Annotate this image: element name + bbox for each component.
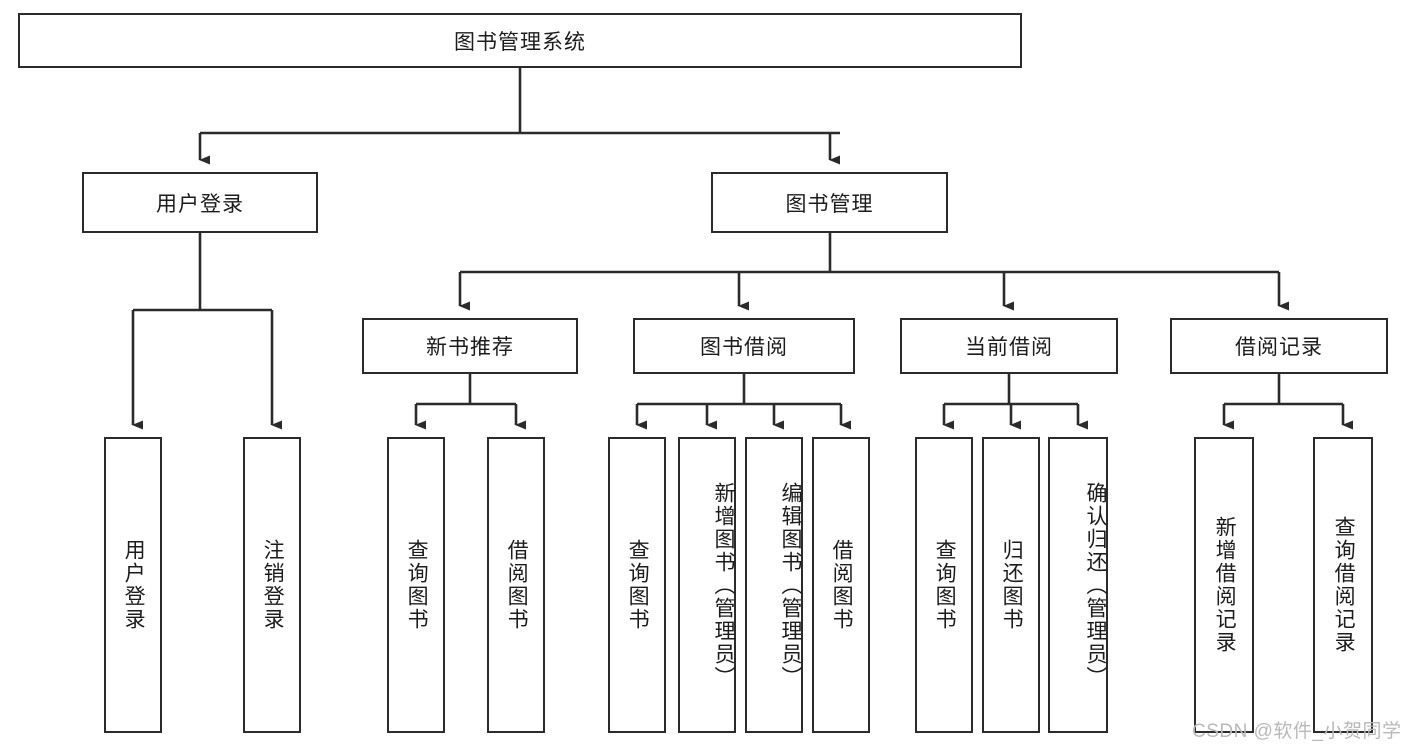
node-book-manage[interactable]: 图书管理 [711, 172, 948, 233]
node-root-label: 图书管理系统 [454, 30, 586, 54]
node-user-login-label: 用户登录 [156, 192, 244, 216]
node-leaf-borrow-book-1[interactable]: 借阅图书 [487, 437, 545, 733]
node-current-borrow-label: 当前借阅 [965, 336, 1053, 359]
node-leaf-user-login-label: 用户登录 [122, 539, 146, 631]
node-current-borrow[interactable]: 当前借阅 [900, 318, 1118, 374]
node-leaf-add-borrow-record[interactable]: 新增借阅记录 [1194, 437, 1254, 733]
node-borrow-record[interactable]: 借阅记录 [1170, 318, 1388, 374]
node-leaf-confirm-return-admin[interactable]: 确认归还（管理员） [1048, 437, 1108, 733]
node-leaf-borrow-book-2[interactable]: 借阅图书 [812, 437, 870, 733]
node-leaf-user-login[interactable]: 用户登录 [104, 437, 162, 733]
node-root[interactable]: 图书管理系统 [18, 13, 1022, 68]
node-leaf-query-book-2[interactable]: 查询图书 [608, 437, 666, 733]
node-leaf-query-book-3[interactable]: 查询图书 [915, 437, 973, 733]
node-leaf-confirm-return-admin-label: 确认归还（管理员） [1084, 481, 1107, 689]
node-leaf-query-book-2-label: 查询图书 [626, 539, 650, 631]
node-leaf-add-book-admin-label: 新增图书（管理员） [712, 481, 735, 689]
node-leaf-return-book-label: 归还图书 [1000, 539, 1024, 631]
node-book-manage-label: 图书管理 [785, 192, 874, 216]
node-leaf-edit-book-admin[interactable]: 编辑图书（管理员） [745, 437, 803, 733]
csdn-watermark: CSDN @软件_小贺同学 [1192, 721, 1402, 742]
node-leaf-query-book-1-label: 查询图书 [405, 539, 429, 631]
node-borrow-record-label: 借阅记录 [1235, 336, 1323, 359]
connector-lines [131, 68, 1353, 430]
node-book-borrow-label: 图书借阅 [700, 336, 788, 359]
node-leaf-query-book-1[interactable]: 查询图书 [387, 437, 445, 733]
node-leaf-query-borrow-record-label: 查询借阅记录 [1332, 516, 1356, 654]
node-leaf-query-borrow-record[interactable]: 查询借阅记录 [1313, 437, 1373, 733]
node-leaf-add-book-admin[interactable]: 新增图书（管理员） [678, 437, 736, 733]
node-leaf-borrow-book-2-label: 借阅图书 [830, 539, 854, 631]
node-leaf-add-borrow-record-label: 新增借阅记录 [1213, 516, 1237, 654]
node-leaf-return-book[interactable]: 归还图书 [982, 437, 1040, 733]
node-leaf-query-book-3-label: 查询图书 [933, 539, 957, 631]
node-leaf-logout-login-label: 注销登录 [261, 539, 285, 631]
node-new-book-recommend[interactable]: 新书推荐 [362, 318, 578, 374]
node-leaf-borrow-book-1-label: 借阅图书 [505, 539, 529, 631]
node-leaf-edit-book-admin-label: 编辑图书（管理员） [779, 481, 802, 689]
node-leaf-logout-login[interactable]: 注销登录 [243, 437, 301, 733]
node-book-borrow[interactable]: 图书借阅 [633, 318, 855, 374]
node-new-book-recommend-label: 新书推荐 [426, 336, 514, 359]
node-user-login[interactable]: 用户登录 [82, 172, 318, 233]
